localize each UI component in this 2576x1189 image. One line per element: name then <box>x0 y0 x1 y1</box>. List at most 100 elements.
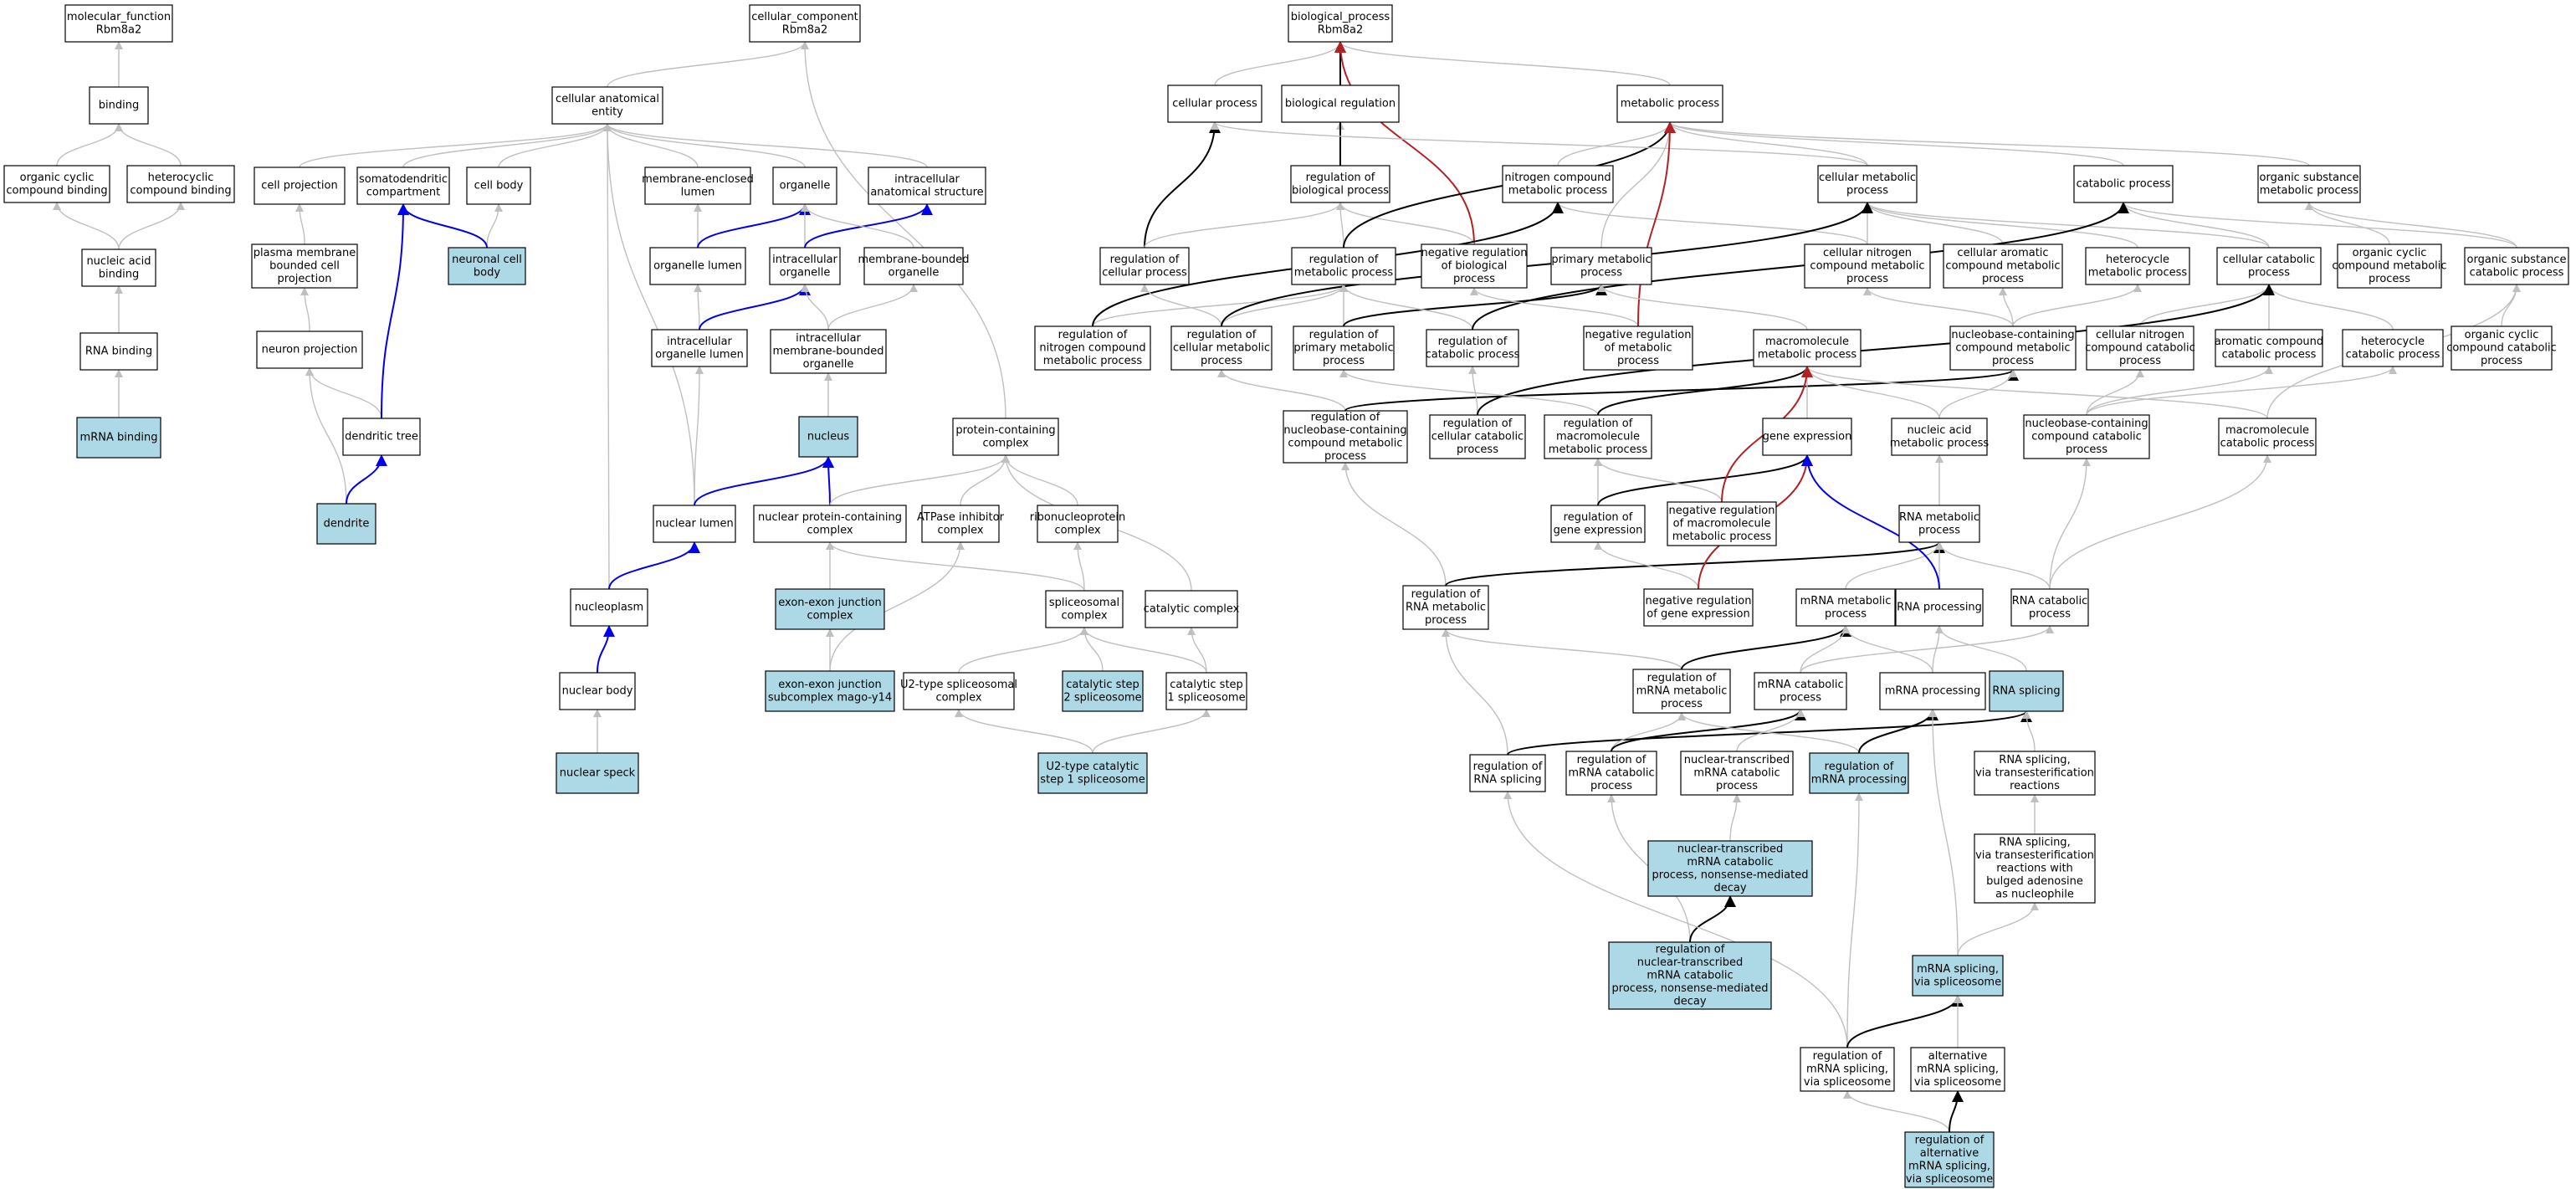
go-term-dendrite[interactable]: dendrite <box>316 503 376 545</box>
go-term-binding[interactable]: binding <box>89 86 149 125</box>
go-term-organelle[interactable]: organelle <box>772 167 837 205</box>
go-term-gexp[interactable]: gene expression <box>1762 418 1852 456</box>
go-term-rnaproc[interactable]: RNA processing <box>1895 588 1984 627</box>
go-term-rnastr[interactable]: RNA splicing,via transesterificationreac… <box>1974 751 2096 796</box>
go-term-catp[interactable]: catabolic process <box>2073 165 2174 203</box>
go-term-rnasplice[interactable]: RNA splicing <box>1989 670 2064 712</box>
go-term-cellp[interactable]: cellular process <box>1167 85 1262 123</box>
go-term-bioreg[interactable]: biological regulation <box>1281 85 1400 123</box>
go-term-nucleus[interactable]: nucleus <box>798 416 858 458</box>
go-term-nspeck[interactable]: nuclear speck <box>556 752 639 794</box>
go-term-catc[interactable]: catalytic complex <box>1144 590 1240 628</box>
go-term-metp[interactable]: metabolic process <box>1616 85 1723 123</box>
go-term-mrnab[interactable]: mRNA binding <box>76 417 161 459</box>
go-term-dtree[interactable]: dendritic tree <box>342 418 421 456</box>
go-term-cproj[interactable]: cell projection <box>254 167 346 205</box>
go-term-nproj[interactable]: neuron projection <box>256 331 363 369</box>
go-term-rnastrba[interactable]: RNA splicing,via transesterificationreac… <box>1974 833 2096 904</box>
go-term-regnbcmp[interactable]: regulation ofnucleobase-containingcompou… <box>1283 410 1408 464</box>
go-term-rnab[interactable]: RNA binding <box>79 332 158 371</box>
go-term-nplasm[interactable]: nucleoplasm <box>570 588 648 627</box>
go-term-nlumen[interactable]: nuclear lumen <box>653 505 736 543</box>
go-term-cbody[interactable]: cell body <box>466 167 531 205</box>
go-term-olumen[interactable]: organelle lumen <box>649 247 746 285</box>
go-term-mrnaproc[interactable]: mRNA processing <box>1879 672 1986 710</box>
go-term-nbody[interactable]: nuclear body <box>559 672 636 710</box>
go-term-mrnaspl[interactable]: mRNA splicing,via spliceosome <box>1912 955 2004 997</box>
